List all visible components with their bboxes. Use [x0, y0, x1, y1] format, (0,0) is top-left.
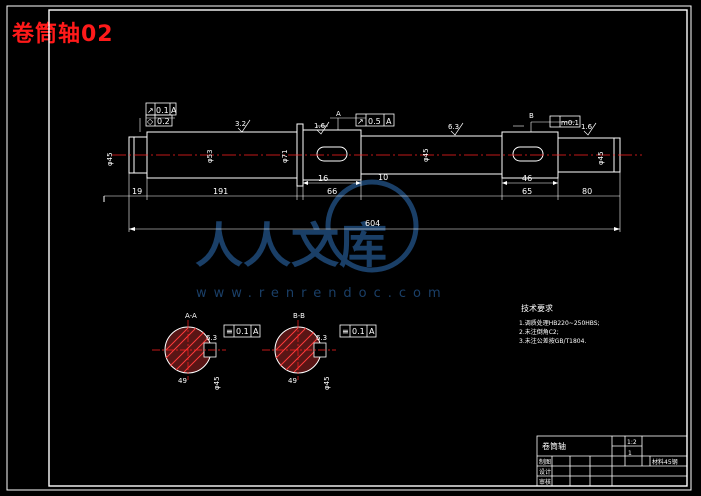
svg-text:≡: ≡: [342, 327, 349, 336]
svg-text:0.5: 0.5: [368, 117, 381, 126]
svg-text:0.1: 0.1: [236, 327, 249, 336]
svg-text:49: 49: [288, 377, 297, 385]
watermark-circle: [325, 179, 419, 273]
svg-text:◇: ◇: [147, 117, 154, 126]
outer-border: [6, 5, 692, 491]
dimension-texts: 19 191 16 66 10 46 65 80 604: [132, 173, 592, 228]
title-block: [536, 435, 688, 487]
tech-requirements: 技术要求 1.调质处理HB220~250HBS; 2.未注倒角C2; 3.未注公…: [519, 303, 600, 345]
section-view-a: A-A ≡ 0.1 A 49 6.3 φ45: [152, 312, 261, 390]
dimension-arrows: [129, 181, 620, 231]
svg-text:16: 16: [318, 174, 328, 183]
svg-text:45钢: 45钢: [664, 458, 678, 466]
svg-text:80: 80: [582, 187, 592, 196]
svg-text:制图: 制图: [539, 458, 551, 466]
svg-text:46: 46: [522, 174, 532, 183]
gt-frame-4: m0.1: [549, 115, 581, 128]
watermark: 人人文库 www.renrendoc.com: [195, 179, 448, 301]
svg-text:A: A: [386, 117, 392, 126]
svg-text:10: 10: [378, 173, 388, 182]
svg-text:0.1: 0.1: [156, 106, 169, 115]
tech-item-1: 1.调质处理HB220~250HBS;: [519, 319, 600, 327]
svg-text:191: 191: [213, 187, 228, 196]
keyway-a: [316, 146, 348, 162]
svg-text:φ45: φ45: [213, 376, 221, 390]
roughness-marks: 3.2 6.3 1.6 1.6: [235, 120, 593, 131]
roughness-symbols: [237, 119, 597, 136]
tech-item-2: 2.未注倒角C2;: [519, 328, 559, 336]
svg-text:6.3: 6.3: [316, 334, 327, 342]
svg-text:6.3: 6.3: [206, 334, 217, 342]
svg-text:审核: 审核: [539, 478, 551, 486]
svg-text:3.2: 3.2: [235, 120, 246, 128]
section-mark-b: B: [529, 112, 534, 120]
svg-text:↗: ↗: [147, 106, 154, 115]
svg-text:49: 49: [178, 377, 187, 385]
svg-text:m0.1: m0.1: [561, 119, 579, 127]
tech-heading: 技术要求: [521, 303, 553, 313]
svg-text:↗: ↗: [357, 117, 364, 126]
svg-text:0.2: 0.2: [157, 117, 170, 126]
svg-text:φ45: φ45: [422, 148, 430, 162]
section-a-label: A-A: [185, 312, 197, 320]
svg-text:A: A: [171, 106, 177, 115]
watermark-url: www.renrendoc.com: [196, 286, 448, 301]
part-name: 卷筒轴: [542, 441, 566, 451]
shaft-main-view: [103, 123, 621, 202]
svg-text:1: 1: [628, 450, 632, 457]
svg-text:φ45: φ45: [597, 151, 605, 165]
gt-frame-1: ↗ 0.1 A: [145, 102, 177, 116]
svg-text:66: 66: [327, 187, 337, 196]
svg-text:0.1: 0.1: [352, 327, 365, 336]
svg-text:φ71: φ71: [281, 149, 289, 163]
svg-text:φ45: φ45: [323, 376, 331, 390]
shaft-right-end: [557, 137, 621, 173]
title-block-texts: 卷筒轴 1:2 1 材料 45钢 制图 设计 审核: [539, 439, 678, 486]
svg-text:6.3: 6.3: [448, 123, 459, 131]
svg-text:1.6: 1.6: [314, 122, 326, 130]
tech-item-3: 3.未注公差按GB/T1804.: [519, 337, 586, 345]
svg-text:604: 604: [365, 219, 380, 228]
diameter-labels: φ45 φ53 φ71 φ45 φ45: [106, 148, 605, 166]
keyway-b: [512, 146, 544, 162]
svg-text:A: A: [253, 327, 259, 336]
svg-text:1.6: 1.6: [581, 123, 593, 131]
section-mark-a: A: [336, 110, 341, 118]
dimension-lines: [104, 117, 621, 232]
svg-text:φ53: φ53: [206, 149, 214, 163]
page-title: 卷筒轴02: [12, 22, 114, 47]
svg-text:A: A: [369, 327, 375, 336]
section-b-label: B-B: [293, 312, 305, 320]
svg-text:φ45: φ45: [106, 152, 114, 166]
svg-text:1:2: 1:2: [627, 439, 637, 446]
gt-frame-2: ◇ 0.2: [145, 114, 173, 127]
svg-text:材料: 材料: [652, 458, 664, 466]
svg-text:≡: ≡: [226, 327, 233, 336]
gt-frame-3: ↗ 0.5 A: [355, 113, 395, 127]
svg-text:设计: 设计: [539, 468, 551, 476]
inner-frame: [48, 9, 688, 487]
svg-text:65: 65: [522, 187, 532, 196]
section-view-b: B-B ≡ 0.1 A 49 6.3 φ45: [262, 312, 377, 390]
svg-text:19: 19: [132, 187, 142, 196]
